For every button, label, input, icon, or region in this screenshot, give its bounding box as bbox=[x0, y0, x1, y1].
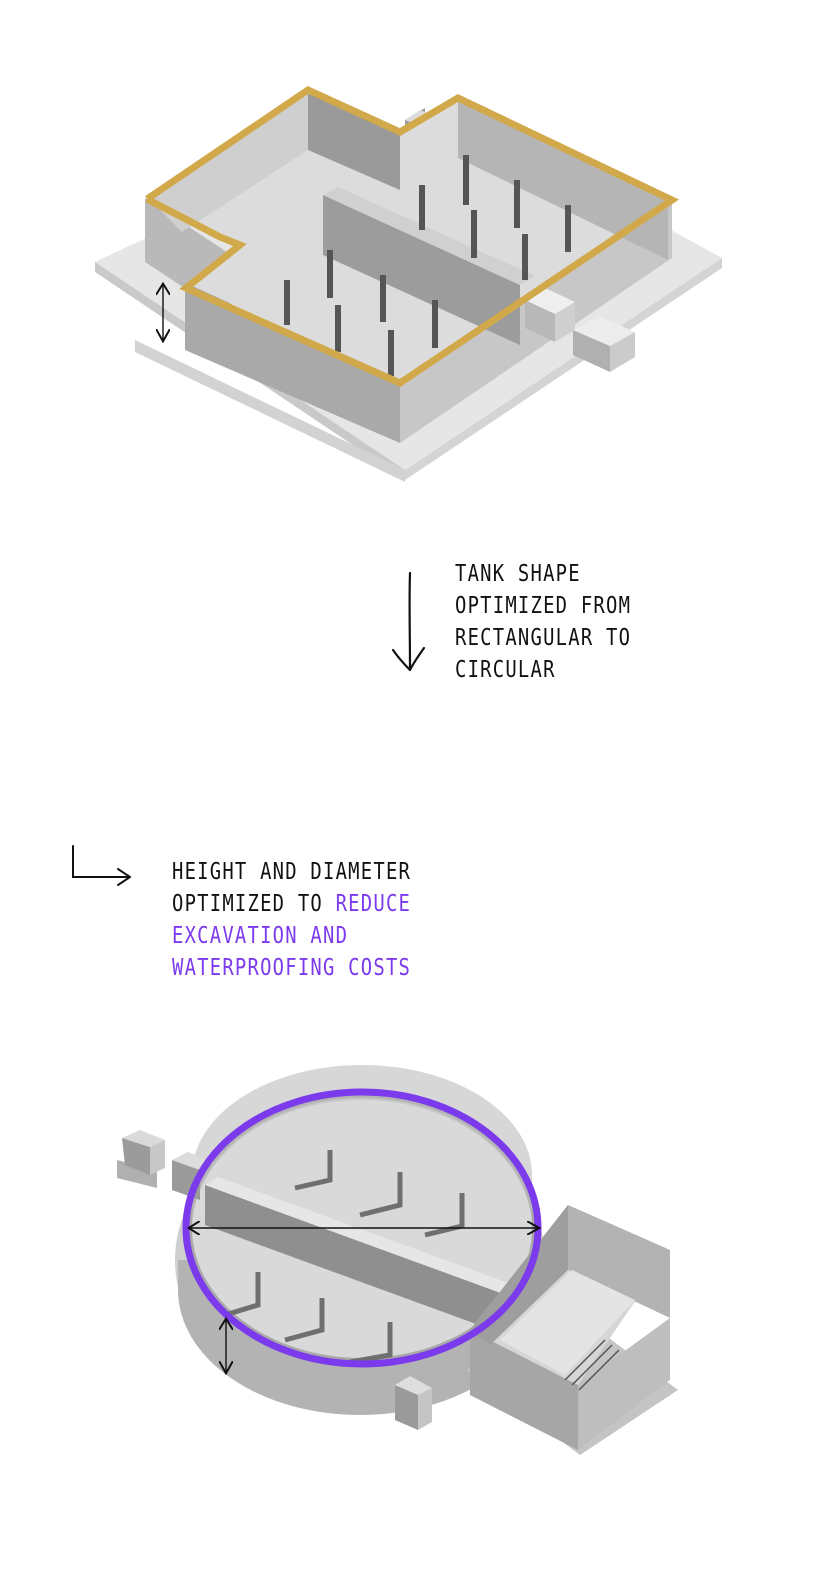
shape-change-note: Tank shape optimized from rectangular to… bbox=[455, 558, 631, 686]
circular-tank-illustration bbox=[117, 1065, 678, 1455]
rect-tank-columns bbox=[284, 155, 571, 376]
shape-note-line-3: rectangular to bbox=[455, 625, 632, 651]
dimensions-note: Height and diameter optimized to reduce … bbox=[172, 856, 411, 984]
dimensions-note-line-1: Height and diameter bbox=[172, 859, 412, 885]
down-arrow bbox=[391, 571, 426, 672]
shape-note-line-1: Tank shape bbox=[455, 561, 581, 587]
circ-tank-side-chamber bbox=[467, 1205, 678, 1455]
rectangular-tank-illustration bbox=[95, 85, 722, 482]
dimensions-note-line-2: optimized to reduce bbox=[172, 888, 411, 920]
dimensions-note-line-4: waterproofing costs bbox=[172, 955, 412, 981]
rect-tank-outline bbox=[145, 85, 680, 387]
dimensions-note-line-2-highlight: reduce bbox=[335, 891, 412, 917]
elbow-arrow bbox=[72, 845, 131, 886]
rect-tank-wall-front bbox=[185, 285, 400, 443]
dimensions-note-line-3: excavation and bbox=[172, 923, 349, 949]
dimensions-note-line-2-plain: optimized to bbox=[172, 891, 336, 917]
shape-note-line-2: optimized from bbox=[455, 593, 632, 619]
shape-note-line-4: circular bbox=[455, 657, 556, 683]
rect-tank-divider-wall bbox=[323, 195, 520, 345]
